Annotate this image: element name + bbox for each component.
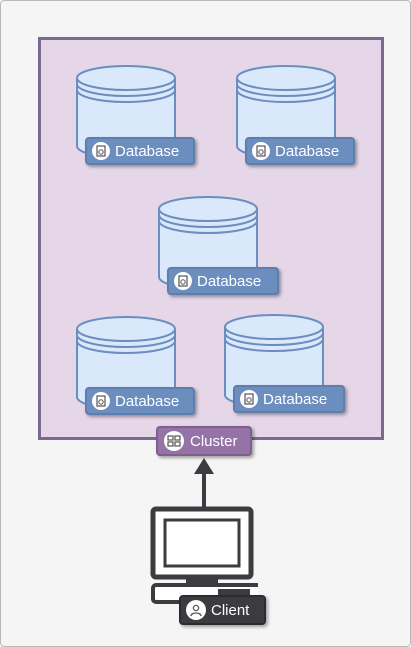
database-node[interactable]: Database (157, 195, 279, 305)
database-doc-icon (92, 142, 110, 160)
database-label: Database (197, 272, 262, 290)
cluster-label: Cluster (190, 432, 238, 450)
database-doc-icon (252, 142, 270, 160)
database-node[interactable]: Database (75, 64, 195, 174)
database-label: Database (275, 142, 340, 160)
database-label-tag: Database (85, 387, 195, 415)
database-node[interactable]: Database (235, 64, 355, 174)
database-doc-icon (92, 392, 110, 410)
database-label-tag: Database (233, 385, 345, 413)
database-label: Database (263, 390, 328, 408)
database-doc-icon (174, 272, 192, 290)
database-node[interactable]: Database (223, 313, 345, 423)
database-label-tag: Database (85, 137, 195, 165)
client-to-cluster-arrow (194, 458, 214, 510)
database-node[interactable]: Database (75, 315, 195, 425)
client-label: Client (211, 601, 250, 619)
database-doc-icon (240, 390, 258, 408)
database-label: Database (115, 142, 180, 160)
database-label-tag: Database (167, 267, 279, 295)
database-label: Database (115, 392, 180, 410)
client-label-tag[interactable]: Client (179, 595, 266, 625)
user-icon (186, 600, 206, 620)
database-label-tag: Database (245, 137, 355, 165)
cluster-icon (164, 431, 184, 451)
cluster-label-tag[interactable]: Cluster (156, 426, 252, 456)
